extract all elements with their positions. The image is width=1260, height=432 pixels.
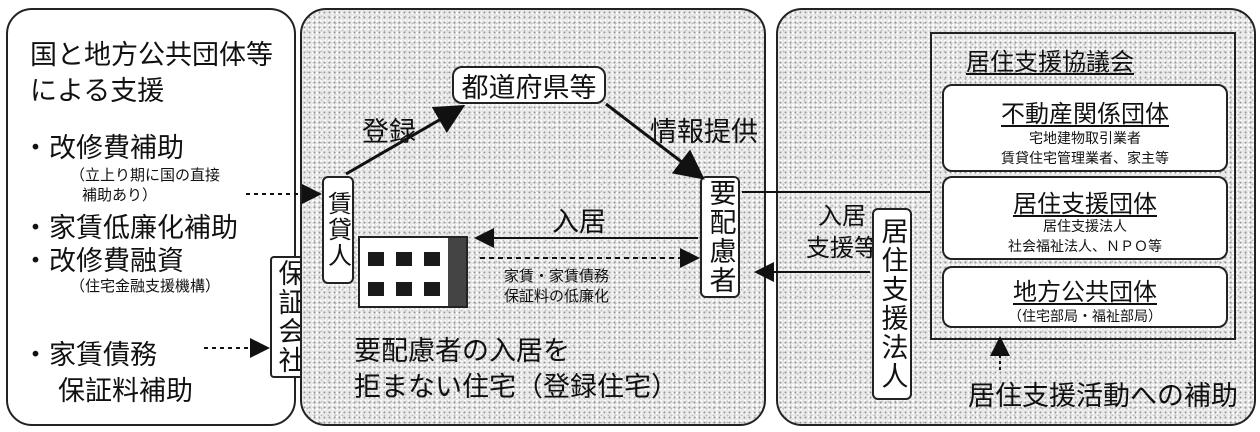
window <box>368 282 384 296</box>
registered-housing-caption: 要配慮者の入居を 拒まない住宅（登録住宅） <box>354 336 678 403</box>
support-group-line: 社会福祉法人、ＮＰＯ等 <box>1008 239 1162 255</box>
info-provision-arrow <box>605 102 705 180</box>
council-frame <box>930 32 1236 340</box>
local-government-line: （住宅部局・福祉部局） <box>1008 309 1162 325</box>
landlord-box: 賃貸人 <box>322 176 354 284</box>
real-estate-group-line: 賃貸住宅管理業者、家主等 <box>1001 151 1169 167</box>
support-group-line: 居住支援法人 <box>1043 219 1127 235</box>
renovation-loan-note: （住宅金融支援機構） <box>70 277 221 295</box>
rent-reduction-subsidy-label: ・家賃低廉化補助 <box>22 213 238 244</box>
support-activity-subsidy-label: 居住支援活動への補助 <box>968 381 1238 412</box>
support-corporation-box: 居住支援法人 <box>872 208 912 400</box>
support-group-box: 居住支援団体 居住支援法人 社会福祉法人、ＮＰＯ等 <box>942 176 1228 260</box>
prefecture-box: 都道府県等 <box>452 66 606 104</box>
real-estate-group-line: 宅地建物取引業者 <box>1029 131 1141 147</box>
window <box>424 252 440 266</box>
window <box>368 252 384 266</box>
window <box>396 282 412 296</box>
local-government-title: 地方公共団体 <box>1013 278 1157 306</box>
register-label: 登録 <box>362 117 416 148</box>
register-arrow <box>345 104 466 176</box>
support-label: 入居 支援等 <box>806 202 878 262</box>
window <box>396 252 412 266</box>
real-estate-group-title: 不動産関係団体 <box>1001 100 1169 128</box>
rent-reduction-caption: 家賃・家賃債務 保証料の低廉化 <box>504 267 610 305</box>
council-title: 居住支援協議会 <box>966 48 1134 76</box>
local-government-box: 地方公共団体 （住宅部局・福祉部局） <box>942 266 1228 328</box>
persons-needing-care-box: 要配慮者 <box>700 176 740 298</box>
real-estate-group-box: 不動産関係団体 宅地建物取引業者 賃貸住宅管理業者、家主等 <box>942 84 1228 172</box>
renovation-subsidy-note: （立上り期に国の直接 補助あり） <box>70 166 221 204</box>
building-side <box>448 238 466 306</box>
renovation-subsidy-item: ・改修費補助 <box>22 126 184 165</box>
support-group-title: 居住支援団体 <box>1013 190 1157 218</box>
government-support-title: 国と地方公共団体等 による支援 <box>30 40 273 107</box>
info-provision-label: 情報提供 <box>650 117 758 148</box>
window <box>424 282 440 296</box>
move-in-label: 入居 <box>552 207 606 238</box>
renovation-subsidy-label: ・改修費補助 <box>22 133 184 164</box>
apartment-building-illustration <box>358 236 468 308</box>
renovation-loan-label: ・改修費融資 <box>22 246 184 277</box>
guarantee-fee-subsidy: ・家賃債務 保証料補助 <box>22 340 193 407</box>
government-support-panel: 国と地方公共団体等 による支援 ・改修費補助 （立上り期に国の直接 補助あり） … <box>6 8 296 426</box>
